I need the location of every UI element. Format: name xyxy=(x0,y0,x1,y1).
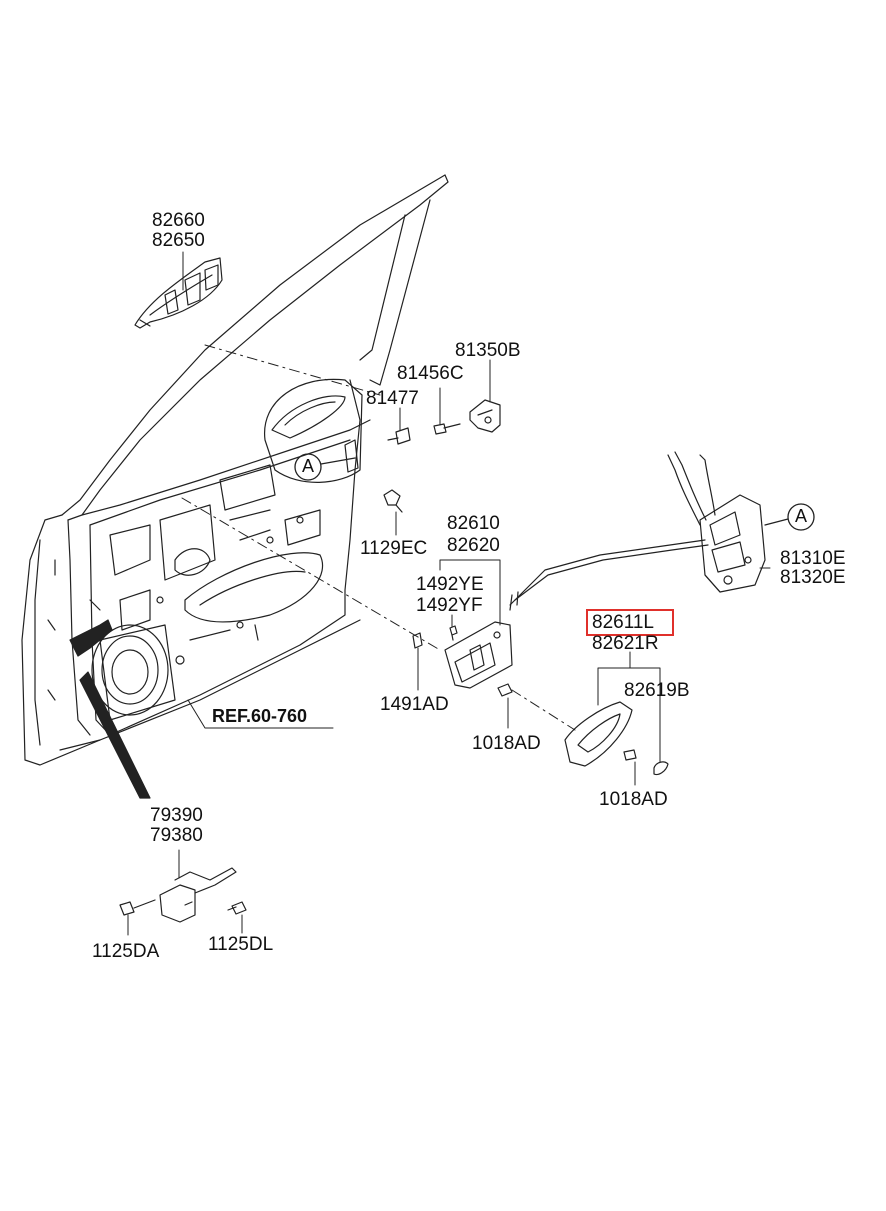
part-label-81477[interactable]: 81477 xyxy=(366,388,419,409)
callout-circles xyxy=(294,453,815,531)
screw-1018AD-lower xyxy=(623,749,637,761)
part-label-1125DA[interactable]: 1125DA xyxy=(92,941,160,962)
leader-lines xyxy=(127,251,771,936)
screw-1018AD-upper xyxy=(497,683,513,697)
callout-a-right: A xyxy=(794,506,807,526)
dashed-guides xyxy=(181,344,576,731)
part-label-81456C[interactable]: 81456C xyxy=(397,363,464,384)
latch-striker-bracket xyxy=(469,399,501,433)
highlight-box xyxy=(586,609,674,636)
wire-harness xyxy=(69,619,151,799)
part-label-1492YE[interactable]: 1492YE xyxy=(416,574,484,595)
part-label-82610[interactable]: 82610 xyxy=(447,513,500,534)
inner-handle xyxy=(564,701,633,767)
screw-81456C xyxy=(433,423,461,435)
part-label-82660[interactable]: 82660 xyxy=(152,210,205,231)
bolt-1125DL xyxy=(227,901,247,915)
part-label-1491AD[interactable]: 1491AD xyxy=(380,694,449,715)
part-label-82619B[interactable]: 82619B xyxy=(624,680,690,701)
latch-rods xyxy=(509,539,709,611)
part-label-82650[interactable]: 82650 xyxy=(152,230,205,251)
part-label-81310E[interactable]: 81310E xyxy=(780,548,846,569)
bolt-1129EC xyxy=(383,489,403,513)
part-label-1129EC[interactable]: 1129EC xyxy=(360,538,428,559)
part-label-82620[interactable]: 82620 xyxy=(447,535,500,556)
part-label-81320E[interactable]: 81320E xyxy=(780,567,846,588)
screw-81477 xyxy=(387,427,411,445)
inner-handle-bracket xyxy=(444,621,513,689)
part-label-82611L[interactable]: 82611L xyxy=(592,612,654,633)
door-latch-actuator xyxy=(667,451,766,593)
part-label-1125DL[interactable]: 1125DL xyxy=(208,934,274,955)
reference-label[interactable]: REF.60-760 xyxy=(212,706,308,726)
cap-82619B xyxy=(653,761,669,776)
screw-1492YE xyxy=(449,625,458,641)
part-label-82621R[interactable]: 82621R xyxy=(592,633,659,654)
part-label-81350B[interactable]: 81350B xyxy=(455,340,521,361)
exterior-handle xyxy=(134,257,223,329)
bolt-1125DA xyxy=(119,899,156,916)
part-label-1018AD-lower[interactable]: 1018AD xyxy=(599,789,668,810)
clip-1491AD xyxy=(412,632,423,649)
door-checker xyxy=(159,867,237,923)
part-label-79380[interactable]: 79380 xyxy=(150,825,203,846)
inner-door-panel xyxy=(47,379,361,736)
part-label-1492YF[interactable]: 1492YF xyxy=(416,595,483,616)
callout-a-left: A xyxy=(301,456,314,476)
part-label-1018AD-upper[interactable]: 1018AD xyxy=(472,733,541,754)
part-label-79390[interactable]: 79390 xyxy=(150,805,203,826)
